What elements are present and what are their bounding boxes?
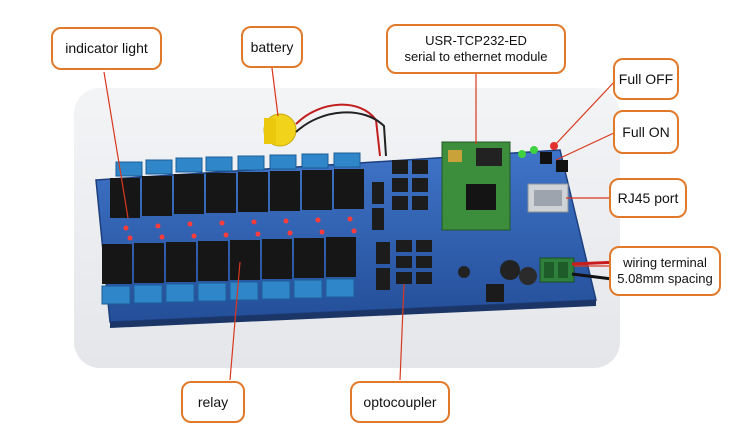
indicator-leds [123, 216, 357, 241]
callout-ethernet-module: USR-TCP232-ED serial to ethernet module [386, 24, 566, 74]
label-wiring-terminal: wiring terminal [623, 255, 707, 270]
optocoupler-chips [372, 160, 432, 290]
label-wiring-spacing: 5.08mm spacing [617, 271, 713, 286]
relay-row-top [110, 169, 364, 218]
power-components [458, 260, 537, 302]
label-indicator-light: indicator light [65, 40, 148, 56]
callout-rj45-port: RJ45 port [609, 178, 687, 218]
label-relay: relay [197, 393, 229, 410]
label-rj45-port: RJ45 port [617, 189, 679, 206]
wiring-terminal-block [539, 257, 575, 283]
bottom-terminal-row [101, 278, 355, 305]
leader-lines [103, 67, 617, 381]
top-terminal-row [115, 152, 361, 177]
label-battery: battery [250, 38, 294, 55]
label-optocoupler: optocoupler [363, 393, 437, 410]
push-buttons [540, 152, 568, 172]
label-full-off: Full OFF [618, 70, 674, 87]
callout-full-off: Full OFF [613, 58, 679, 100]
callout-battery: battery [241, 26, 303, 68]
ethernet-module [441, 141, 511, 231]
label-module-model: USR-TCP232-ED [425, 33, 527, 48]
callout-full-on: Full ON [613, 110, 679, 154]
relay-row-bottom [102, 237, 356, 284]
callout-wiring-terminal: wiring terminal 5.08mm spacing [609, 246, 721, 296]
callout-relay: relay [181, 381, 245, 423]
coin-battery [263, 113, 297, 147]
callout-optocoupler: optocoupler [350, 381, 450, 423]
callout-indicator-light: indicator light [51, 27, 162, 70]
label-full-on: Full ON [622, 123, 670, 140]
label-module-desc: serial to ethernet module [404, 49, 548, 64]
